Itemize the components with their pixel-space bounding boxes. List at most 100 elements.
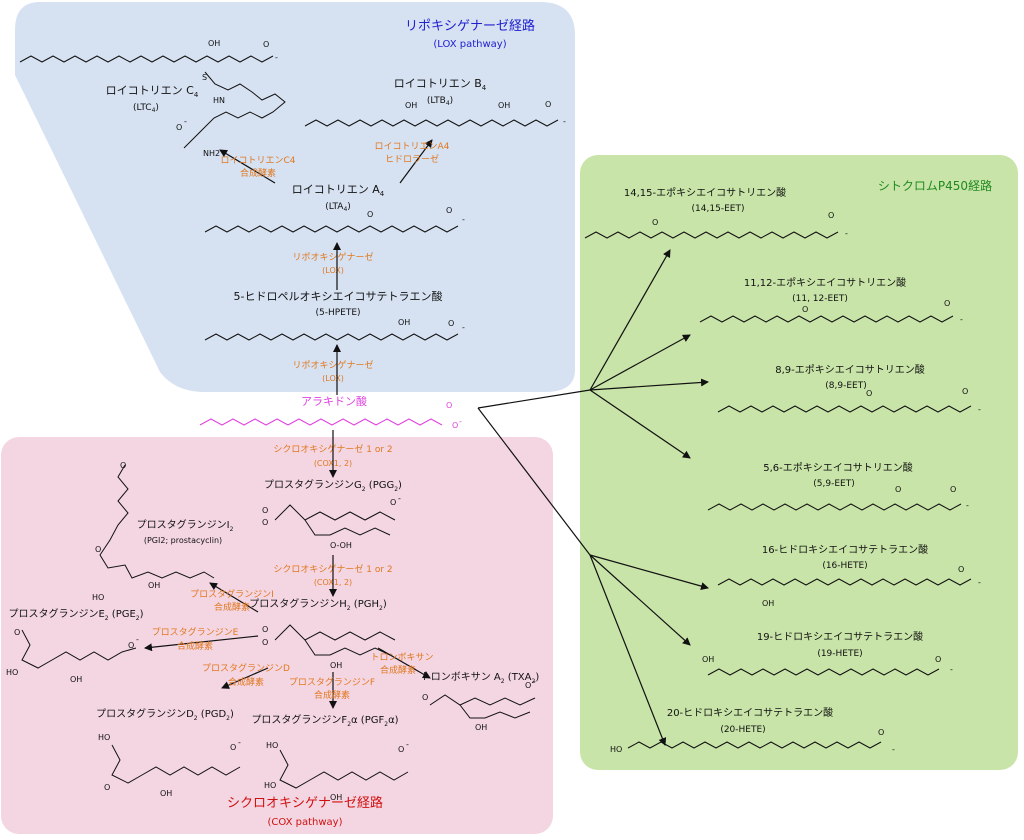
lox-region bbox=[15, 2, 575, 392]
enzyme-ltc4s-line1: ロイコトリエンC4 bbox=[220, 156, 295, 166]
pgg2-o3: O bbox=[390, 498, 396, 507]
enzyme-pgis-line2: 合成酵素 bbox=[214, 601, 250, 613]
eet1415-o: O bbox=[652, 218, 658, 227]
eet89-neg: - bbox=[978, 405, 981, 414]
enzyme-pgis-line1: プロスタグランジンI bbox=[190, 588, 274, 600]
hete16-o: O bbox=[958, 565, 964, 574]
eet1112-name: 11,12-エポキシエイコサトリエン酸 bbox=[744, 276, 906, 289]
ltc4-peptide-structure bbox=[183, 71, 286, 149]
arrow-aa-to-branch2 bbox=[477, 407, 591, 556]
pge2-oh: OH bbox=[70, 675, 82, 684]
txa2-structure-2 bbox=[459, 704, 531, 719]
hete19-o: O bbox=[935, 655, 941, 664]
arachidonic-acid-label: アラキドン酸 bbox=[301, 394, 367, 408]
ltc4-o1: O bbox=[263, 40, 269, 49]
eet56-name: 5,6-エポキシエイコサトリエン酸 bbox=[763, 461, 913, 474]
lox-title: リポキシゲナーゼ経路 bbox=[405, 18, 535, 34]
pge2-o: O bbox=[14, 628, 20, 637]
ltc4-oh: OH bbox=[208, 39, 220, 48]
hpete-abbr: (5-HPETE) bbox=[315, 308, 360, 318]
txa2-oh: OH bbox=[475, 723, 487, 732]
ltc4-nh: HN bbox=[213, 96, 225, 105]
pgf2a-structure bbox=[279, 749, 409, 789]
pgf2a-neg: - bbox=[406, 740, 409, 749]
eet1415-o2: O bbox=[828, 211, 834, 220]
txa2-neg: - bbox=[533, 677, 536, 686]
hete19-neg: - bbox=[950, 665, 953, 674]
pgd2-o2: O bbox=[230, 743, 236, 752]
ltb4-abbr: (LTB4) bbox=[427, 96, 453, 107]
arrow-to-eet1415 bbox=[589, 249, 671, 391]
pgi2-abbr: (PGI2; prostacyclin) bbox=[144, 536, 222, 545]
pgi2-name: プロスタグランジンI2 bbox=[137, 518, 234, 533]
cox-region bbox=[1, 437, 553, 834]
pge2-o2: O bbox=[128, 641, 134, 650]
pgd2-oh: OH bbox=[160, 789, 172, 798]
pgg2-o2: O bbox=[262, 518, 268, 527]
eet1112-neg: - bbox=[960, 315, 963, 324]
arrow-aa-to-branch bbox=[477, 389, 591, 409]
lta4-structure bbox=[204, 225, 459, 233]
pgh2-name: プロスタグランジンH2 (PGH2) bbox=[249, 597, 387, 612]
arrow-pgh2-to-txa2 bbox=[377, 647, 431, 679]
hete16-structure bbox=[717, 578, 972, 586]
arrow-to-eet56 bbox=[589, 389, 691, 459]
pgh2-structure bbox=[274, 624, 396, 641]
pgf2a-ho: HO bbox=[266, 741, 278, 750]
lta4-o2: O bbox=[446, 206, 452, 215]
eet1415-name: 14,15-エポキシエイコサトリエン酸 bbox=[624, 186, 786, 199]
hete16-name: 16-ヒドロキシエイコサテトラエン酸 bbox=[762, 543, 928, 556]
pge2-name: プロスタグランジンE2 (PGE2) bbox=[8, 607, 143, 622]
aa-o2: O bbox=[452, 421, 458, 430]
txa2-o: O bbox=[422, 693, 428, 702]
eet89-abbr: (8,9-EET) bbox=[825, 381, 866, 391]
pge2-structure bbox=[21, 629, 137, 669]
pgi2-ho: HO bbox=[92, 593, 104, 602]
lox-subtitle: (LOX pathway) bbox=[433, 39, 506, 50]
txa2-structure bbox=[429, 694, 536, 706]
pgd2-structure bbox=[111, 744, 241, 784]
hete20-structure bbox=[627, 741, 882, 749]
pgg2-ooh: O-OH bbox=[330, 541, 352, 550]
lta4-o: O bbox=[367, 210, 373, 219]
enzyme-pges-line1: プロスタグランジンE bbox=[152, 626, 239, 638]
pgf2a-oh: OH bbox=[330, 793, 342, 802]
enzyme-txas-line2: 合成酵素 bbox=[380, 664, 416, 676]
eet1112-o: O bbox=[802, 305, 808, 314]
lta4-abbr: (LTA4) bbox=[325, 202, 351, 213]
arrow-to-eet89 bbox=[589, 378, 709, 391]
ltb4-name: ロイコトリエン B4 bbox=[394, 77, 487, 92]
pgd2-o: O bbox=[104, 783, 110, 792]
ltb4-structure bbox=[304, 119, 559, 127]
enzyme-pgds-line1: プロスタグランジンD bbox=[202, 662, 290, 674]
arrow-to-hete20 bbox=[589, 554, 667, 746]
hete19-name: 19-ヒドロキシエイコサテトラエン酸 bbox=[757, 630, 923, 643]
arrow-to-hete16 bbox=[589, 554, 709, 590]
arrow-pgh2-to-pgi2 bbox=[209, 582, 259, 613]
cyp-title: シトクロムP450経路 bbox=[878, 178, 992, 193]
hpete-neg: - bbox=[462, 323, 465, 332]
enzyme-txas-line1: トロンボキサン bbox=[370, 652, 433, 663]
eet1112-structure bbox=[699, 315, 954, 323]
hpete-name: 5-ヒドロペルオキシエイコサテトラエン酸 bbox=[234, 289, 443, 303]
cox-title: シクロオキシゲナーゼ経路 bbox=[227, 795, 383, 811]
pgi2-o: O bbox=[120, 461, 126, 470]
eet89-o: O bbox=[866, 389, 872, 398]
ltb4-neg: - bbox=[563, 117, 566, 126]
arachidonic-acid-structure bbox=[199, 418, 443, 426]
enzyme-lox-1-line1: リポオキシゲナーゼ bbox=[292, 359, 373, 371]
enzyme-ltc4s-line2: 合成酵素 bbox=[240, 167, 276, 179]
pgf2a-o: O bbox=[398, 745, 404, 754]
eet1112-o2: O bbox=[944, 299, 950, 308]
eet56-o: O bbox=[895, 485, 901, 494]
pgg2-structure-2 bbox=[304, 519, 391, 536]
eet89-name: 8,9-エポキシエイコサトリエン酸 bbox=[775, 363, 925, 376]
hete20-abbr: (20-HETE) bbox=[720, 725, 765, 735]
pgg2-name: プロスタグランジンG2 (PGG2) bbox=[264, 478, 402, 493]
hete16-abbr: (16-HETE) bbox=[822, 561, 867, 571]
hete16-oh: OH bbox=[762, 599, 774, 608]
eet89-structure bbox=[717, 405, 972, 413]
ltc4-o2: O bbox=[176, 123, 182, 132]
pge2-ho: HO bbox=[6, 668, 18, 677]
